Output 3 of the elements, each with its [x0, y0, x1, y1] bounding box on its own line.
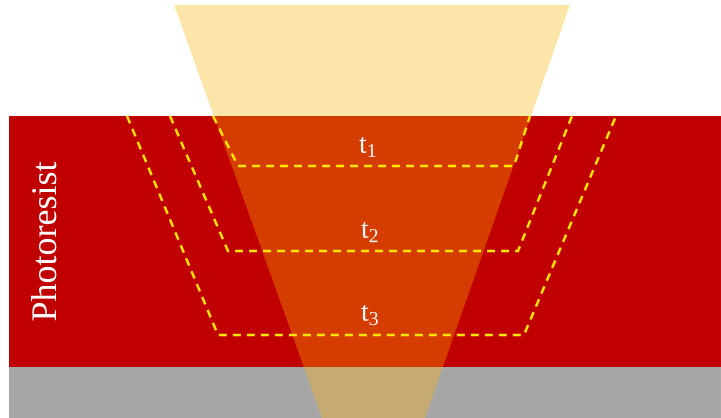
thickness-label: t$_{3}$ — [361, 304, 378, 326]
thickness-label: t$_{1}$ — [359, 136, 376, 158]
thickness-label: t$_{2}$ — [361, 222, 378, 242]
